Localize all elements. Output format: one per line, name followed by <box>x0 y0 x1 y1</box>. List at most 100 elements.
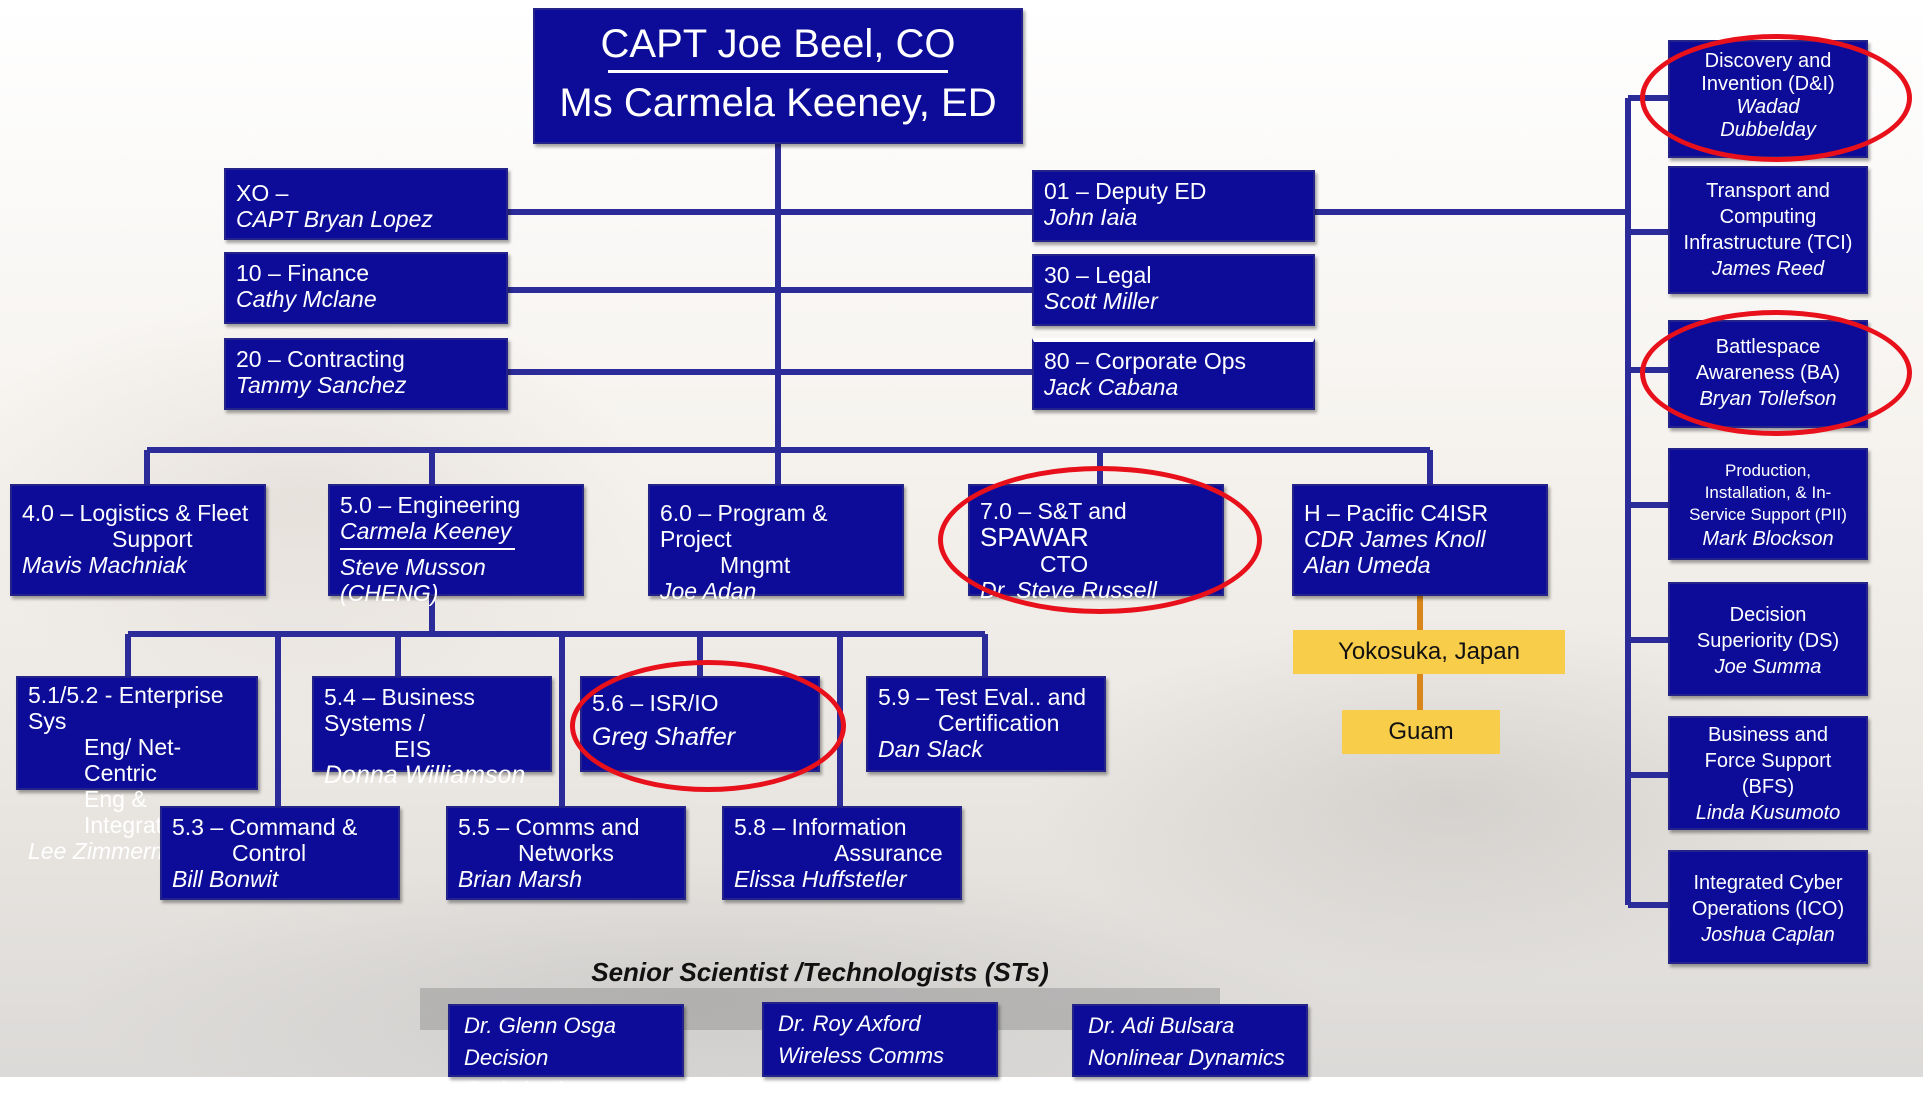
staff-xo-box: XO – CAPT Bryan Lopez <box>224 168 508 240</box>
staff-name: Cathy Mclane <box>236 286 377 312</box>
location-guam: Guam <box>1342 710 1500 754</box>
competency-bfs-box: Business and Force Support (BFS) Linda K… <box>1668 716 1868 830</box>
sub-title-cont: Control <box>232 840 307 866</box>
competency-title: Transport and <box>1706 180 1830 202</box>
sub-title: 5.3 – Command & <box>172 814 358 840</box>
dept-head: Joe Adan <box>660 578 757 604</box>
dept-title-cont: Support <box>112 526 193 552</box>
staff-code: XO – <box>236 180 289 206</box>
sub-enterprise-box: 5.1/5.2 - Enterprise Sys Eng/ Net-Centri… <box>16 676 258 864</box>
co-name: CAPT Joe Beel, CO <box>600 22 956 66</box>
staff-code: 30 – Legal <box>1044 262 1152 288</box>
competency-head: Joe Summa <box>1714 656 1822 678</box>
competency-title: Integrated Cyber <box>1693 872 1843 894</box>
sub-title: 5.5 – Comms and <box>458 814 640 840</box>
competency-title: Business and <box>1707 724 1829 746</box>
sub-title-cont: Eng/ Net-Centric <box>84 734 182 786</box>
staff-code: 01 – Deputy ED <box>1044 178 1207 204</box>
sub-comms-box: 5.5 – Comms and Networks Brian Marsh <box>446 806 686 900</box>
sub-test-box: 5.9 – Test Eval.. and Certification Dan … <box>866 676 1106 772</box>
dept-head: Mavis Machniak <box>22 552 187 578</box>
st-person-box: Dr. Adi Bulsara Nonlinear Dynamics <box>1072 1004 1308 1077</box>
staff-name: John Iaia <box>1044 204 1138 230</box>
sub-info-assurance-box: 5.8 – Information Assurance Elissa Huffs… <box>722 806 962 900</box>
competency-ds-box: Decision Superiority (DS) Joe Summa <box>1668 582 1868 696</box>
highlight-oval-di <box>1640 34 1912 162</box>
competency-title-cont: (BFS) <box>1741 776 1795 798</box>
st-area: Nonlinear Dynamics <box>1088 1045 1285 1070</box>
st-person-box: Dr. Glenn Osga Decision Optimization <box>448 1004 684 1102</box>
location-yokosuka: Yokosuka, Japan <box>1293 630 1565 674</box>
sub-title-cont: Assurance <box>834 840 943 866</box>
st-area: Decision Optimization <box>464 1045 587 1102</box>
sub-business-box: 5.4 – Business Systems / EIS Donna Willi… <box>312 676 552 788</box>
staff-code: 20 – Contracting <box>236 346 405 372</box>
competency-pii-box: Production, Installation, & In- Service … <box>1668 448 1868 560</box>
sub-title: 5.9 – Test Eval.. and <box>878 684 1086 710</box>
dept-deputy: Alan Umeda <box>1304 552 1431 578</box>
competency-ico-box: Integrated Cyber Operations (ICO) Joshua… <box>1668 850 1868 964</box>
competency-title: Decision <box>1729 604 1807 626</box>
staff-name: Tammy Sanchez <box>236 372 407 398</box>
senior-st-heading: Senior Scientist /Technologists (STs) <box>591 957 1049 987</box>
sub-title-cont: Networks <box>518 840 614 866</box>
dept-title: 5.0 – Engineering <box>340 492 521 518</box>
competency-title-cont: Force Support <box>1704 750 1832 772</box>
staff-name: CAPT Bryan Lopez <box>236 206 433 232</box>
staff-name: Jack Cabana <box>1044 374 1179 400</box>
highlight-oval-ba <box>1640 310 1912 436</box>
sub-head: Dan Slack <box>878 736 983 762</box>
sub-title: 5.8 – Information <box>734 814 907 840</box>
st-area: Wireless Comms <box>778 1043 945 1068</box>
competency-title-cont: Service Support (PII) <box>1689 505 1847 524</box>
ed-name: Ms Carmela Keeney, ED <box>559 81 997 125</box>
dept-chief-engineer: Steve Musson (CHENG) <box>340 554 486 606</box>
st-name: Dr. Roy Axford <box>778 1011 921 1036</box>
highlight-oval-st <box>938 466 1262 614</box>
dept-title: 6.0 – Program & Project <box>660 500 828 552</box>
staff-deputy-box: 01 – Deputy ED John Iaia <box>1032 170 1315 242</box>
dept-pacific-box: H – Pacific C4ISR CDR James Knoll Alan U… <box>1292 484 1548 596</box>
staff-name: Scott Miller <box>1044 288 1158 314</box>
dept-title: H – Pacific C4ISR <box>1304 500 1489 526</box>
sub-head: Donna Williamson <box>324 761 526 789</box>
staff-code: 10 – Finance <box>236 260 369 286</box>
dept-title-cont: Mngmt <box>720 552 791 578</box>
staff-legal-box: 30 – Legal Scott Miller <box>1032 254 1315 326</box>
competency-head: Mark Blockson <box>1702 528 1834 550</box>
dept-title: 4.0 – Logistics & Fleet <box>22 500 249 526</box>
competency-head: Linda Kusumoto <box>1695 802 1841 824</box>
sub-title: 5.4 – Business Systems / <box>324 684 475 736</box>
sub-head: Bill Bonwit <box>172 866 279 892</box>
sub-title-cont: EIS <box>394 736 432 762</box>
sub-head: Brian Marsh <box>458 866 582 892</box>
competency-title-cont: Computing <box>1719 206 1817 228</box>
competency-title: Production, <box>1725 461 1811 480</box>
name-divider <box>340 548 515 550</box>
sub-title: 5.1/5.2 - Enterprise Sys <box>28 682 224 734</box>
st-person-box: Dr. Roy Axford Wireless Comms <box>762 1002 998 1077</box>
staff-code: 80 – Corporate Ops <box>1044 348 1247 374</box>
competency-title-cont: Infrastructure (TCI) <box>1683 232 1853 254</box>
dept-logistics-box: 4.0 – Logistics & Fleet Support Mavis Ma… <box>10 484 266 596</box>
competency-title-cont: Installation, & In- <box>1704 483 1832 502</box>
competency-title-cont: Superiority (DS) <box>1696 630 1840 652</box>
commanding-officer-box: CAPT Joe Beel, CO Ms Carmela Keeney, ED <box>533 8 1023 144</box>
sub-head: Elissa Huffstetler <box>734 866 907 892</box>
dept-head: CDR James Knoll <box>1304 526 1486 552</box>
highlight-oval-isr <box>570 660 846 792</box>
competency-head: James Reed <box>1711 258 1825 280</box>
competency-title-cont: Operations (ICO) <box>1691 898 1845 920</box>
st-name: Dr. Glenn Osga <box>464 1013 617 1038</box>
dept-engineering-box: 5.0 – Engineering Carmela Keeney Steve M… <box>328 484 584 606</box>
staff-corporate-ops-box: 80 – Corporate Ops Jack Cabana <box>1032 338 1315 410</box>
dept-head: Carmela Keeney <box>340 518 512 544</box>
title-divider <box>608 70 948 73</box>
staff-contracting-box: 20 – Contracting Tammy Sanchez <box>224 338 508 410</box>
st-name: Dr. Adi Bulsara <box>1088 1013 1235 1038</box>
competency-tci-box: Transport and Computing Infrastructure (… <box>1668 166 1868 294</box>
sub-title-cont: Certification <box>938 710 1060 736</box>
staff-finance-box: 10 – Finance Cathy Mclane <box>224 252 508 324</box>
dept-program-box: 6.0 – Program & Project Mngmt Joe Adan <box>648 484 904 604</box>
sub-command-box: 5.3 – Command & Control Bill Bonwit <box>160 806 400 900</box>
